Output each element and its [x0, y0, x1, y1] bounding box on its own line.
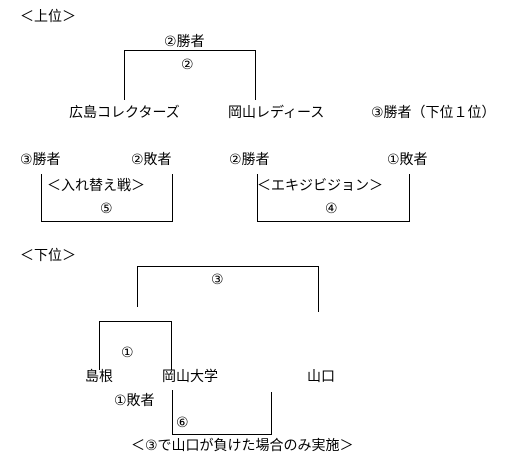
upper-note-match3-winner: ③勝者（下位１位）	[371, 105, 496, 121]
match-6-left-label: ①敗者	[114, 393, 155, 409]
match-5-right-label: ②敗者	[131, 152, 172, 168]
lower-note-conditional: ＜③で山口が負けた場合のみ実施＞	[131, 438, 354, 454]
match-4-bracket-line	[257, 174, 410, 222]
match-2-bracket-line	[124, 50, 256, 100]
match-6-number: ⑥	[176, 415, 189, 431]
match-6-bracket-line	[172, 390, 272, 435]
match-5-left-label: ③勝者	[20, 152, 61, 168]
match-5-number: ⑤	[100, 201, 113, 217]
team-yamaguchi: 山口	[307, 369, 335, 385]
match-2-number: ②	[181, 57, 194, 73]
match-4-right-label: ①敗者	[387, 152, 428, 168]
match-1-number: ①	[121, 345, 134, 361]
team-okayama-ladies: 岡山レディース	[228, 105, 325, 121]
team-okayama-university: 岡山大学	[162, 369, 218, 385]
lower-heading: ＜下位＞	[20, 248, 76, 264]
match-5-bracket-line	[41, 174, 173, 222]
match-5-title: ＜入れ替え戦＞	[47, 178, 145, 194]
team-shimane: 島根	[85, 369, 113, 385]
match-4-left-label: ②勝者	[229, 152, 270, 168]
match-4-title: ＜エキジビジョン＞	[257, 178, 383, 194]
match-3-bracket-line	[137, 266, 319, 312]
match-2-winner-label: ②勝者	[164, 34, 205, 50]
team-hiroshima-collectors: 広島コレクターズ	[69, 105, 180, 121]
upper-heading: ＜上位＞	[20, 9, 76, 25]
match-4-number: ④	[325, 201, 338, 217]
match-1-bracket-line	[99, 321, 172, 370]
match-3-number: ③	[211, 272, 224, 288]
